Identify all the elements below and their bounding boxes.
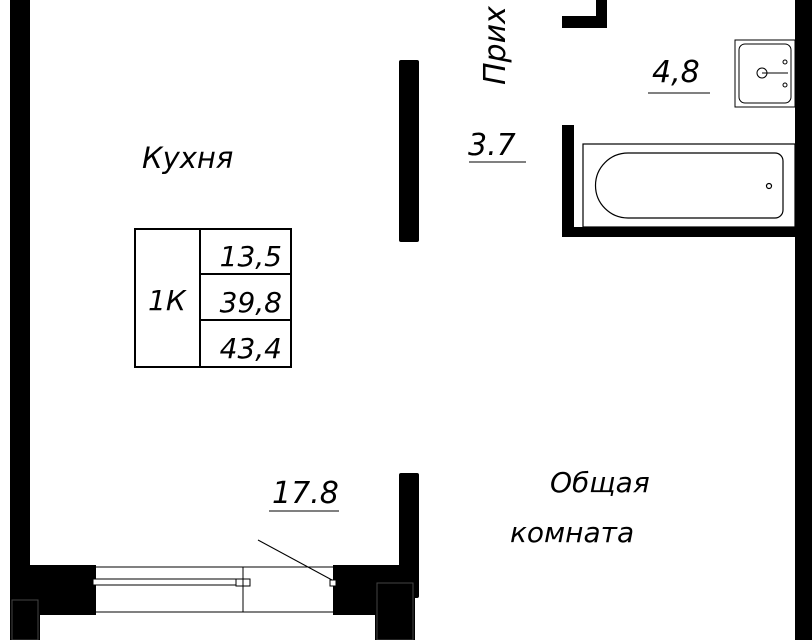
living-name-line2: комната (510, 516, 634, 549)
hallway-wall-vertical (596, 0, 607, 28)
hallway-area: 3.7 (468, 128, 516, 163)
living-name-line1: Общая (550, 466, 650, 499)
partition-upper (399, 60, 419, 242)
kitchen-area: 13,5 (220, 240, 282, 273)
living-area: 17.8 (272, 476, 339, 511)
hallway-wall-horizontal (562, 16, 607, 28)
apartment-type: 1К (148, 284, 187, 317)
bathroom-wall-vertical (562, 125, 574, 237)
bathroom-area: 4,8 (652, 55, 700, 90)
door-swing-line (257, 539, 333, 581)
living-total-area: 39,8 (220, 286, 282, 319)
kitchen-name: Кухня (142, 141, 233, 175)
area-summary-table (134, 228, 292, 368)
hallway-name: Прих (478, 6, 513, 85)
walls (10, 0, 812, 640)
right-wall (795, 0, 812, 640)
lower-wall-left (10, 600, 40, 640)
wall-inner-lines (11, 582, 414, 640)
total-area: 43,4 (220, 332, 282, 365)
bathtub (582, 143, 796, 228)
bathroom-wall-horizontal (562, 227, 796, 237)
lower-wall-right (375, 580, 415, 640)
window (89, 539, 340, 613)
sink (734, 39, 796, 108)
left-wall (10, 0, 30, 570)
